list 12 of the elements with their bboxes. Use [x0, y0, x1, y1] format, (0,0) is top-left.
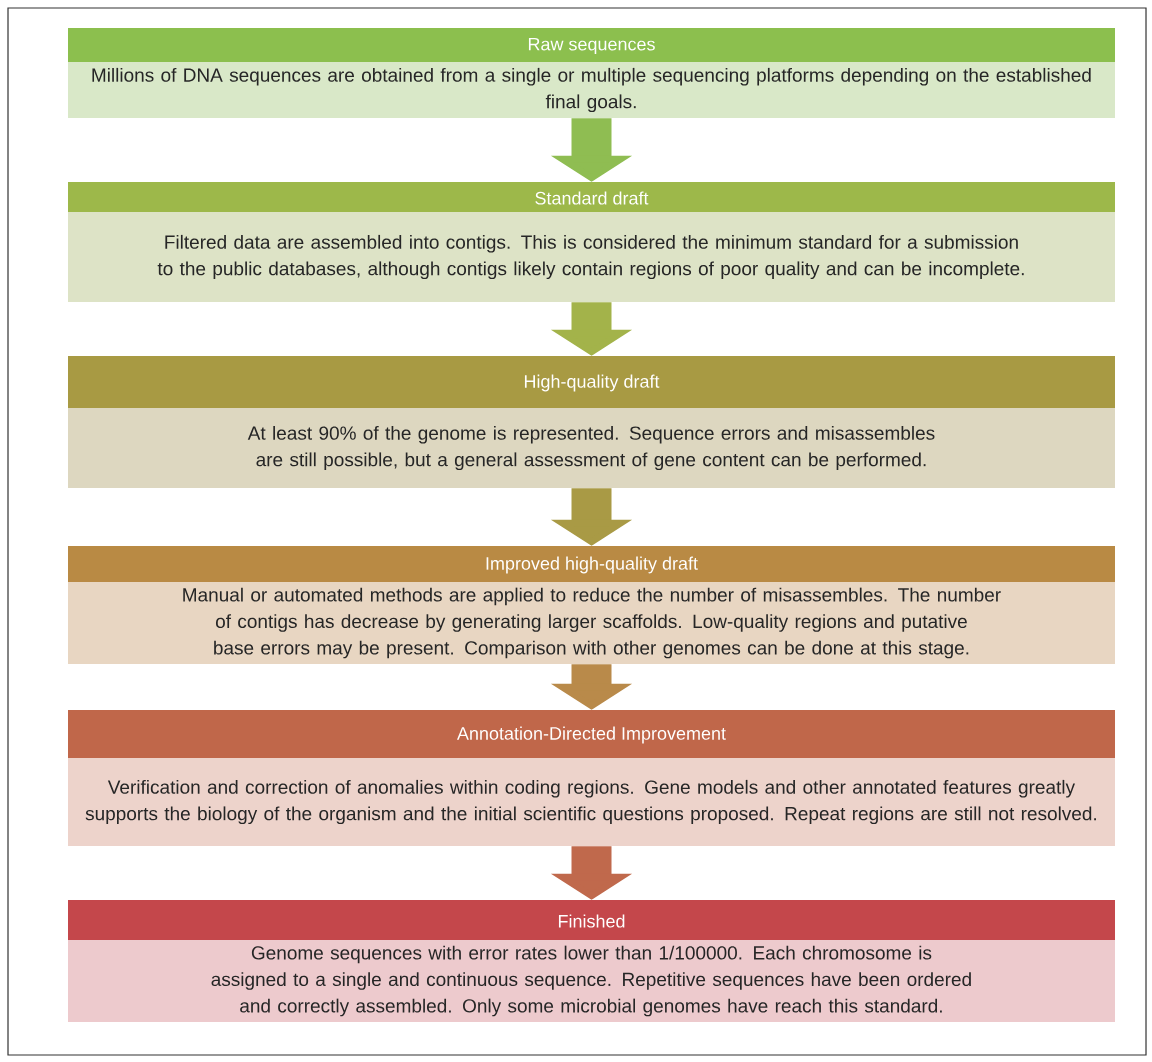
stage-box: Raw sequences Millions of DNA sequences are obtained from a single or multiple sequencing platforms depending on the established final goals. — [68, 28, 1115, 118]
node-label: Standard draft — [535, 191, 649, 205]
node-label: Raw sequences — [528, 37, 655, 55]
stage-box: Improved high-quality draft Manual or automated methods are applied to reduce the number of misassembles. The number of contigs has decrease by generating larger scaffolds. Low-quality regions and putative base errors may be present. Comparison with other genomes can be done at this stage. — [68, 546, 1115, 664]
stage-box: High-quality draft At least 90% of the genome is represented. Sequence errors and misassembles are still possible, but a general assessment of gene content can be performed. — [68, 356, 1115, 488]
node-label: Finished — [558, 914, 625, 928]
node-label: Improved high-quality draft — [486, 556, 698, 574]
stage-box: Standard draft Filtered data are assembled into contigs. This is considered the minimum standard for a submission to the public databases, although contigs likely contain regions of poor quality and can be incomplete. — [68, 182, 1115, 302]
stage-box: Annotation-Directed Improvement Verification and correction of anomalies within coding regions. Gene models and other annotated features greatly supports the biology of the organism and the initial scientific questions proposed. Repeat regions are still not resolved. — [68, 710, 1115, 846]
node-label: High-quality draft — [524, 374, 660, 392]
node-label: Annotation-Directed Improvement — [456, 726, 726, 744]
stage-box: Finished Genome sequences with error rates lower than 1/100000. Each chromosome is assigned to a single and continuous sequence. Repetitive sequences have been ordered and correctly assembled. Only some microbial genomes have reach this standard. — [68, 900, 1115, 1022]
